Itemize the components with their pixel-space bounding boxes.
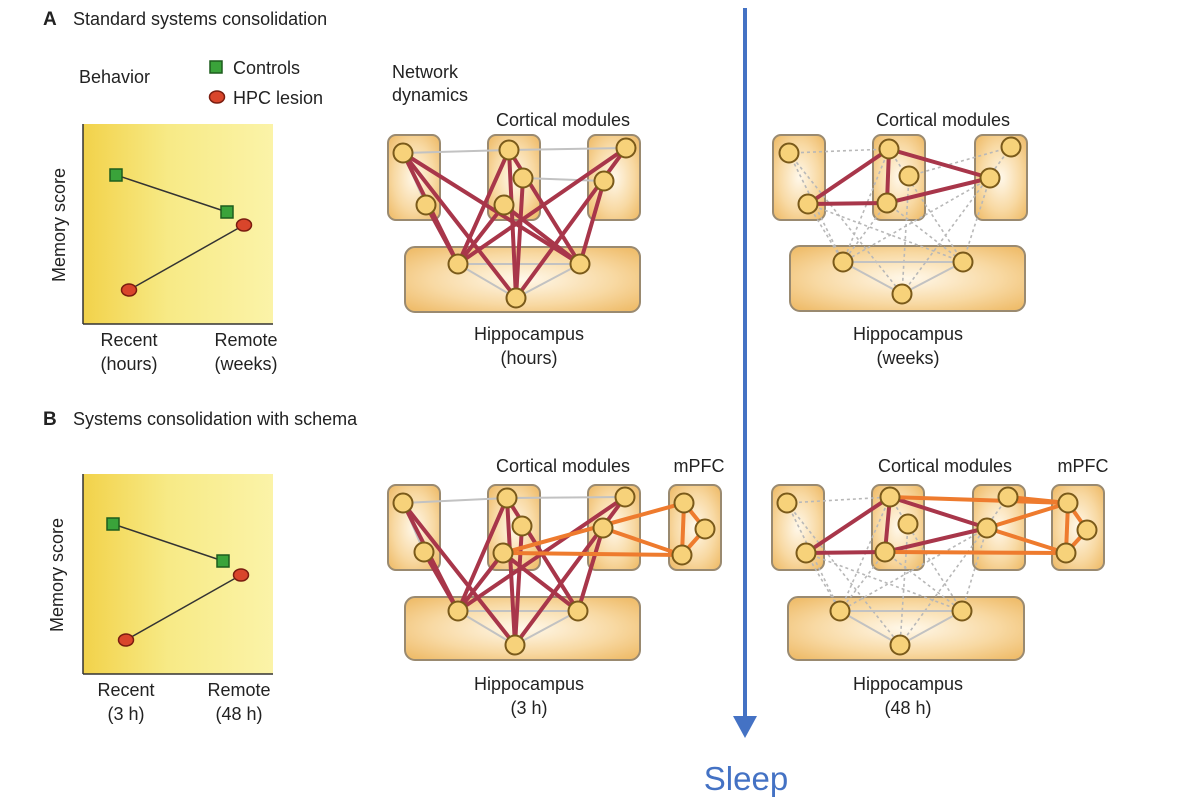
sleep-label: Sleep xyxy=(704,760,788,797)
net-a2-gray-links xyxy=(842,261,964,295)
panel-a-tag: A xyxy=(43,9,57,30)
network-label-line2: dynamics xyxy=(392,85,468,105)
plot-a-lesion-recent xyxy=(120,283,138,297)
net-a2-hpc-line1: Hippocampus xyxy=(853,324,963,344)
plot-b-controls-remote xyxy=(216,554,230,568)
plot-a-y-label: Memory score xyxy=(49,168,69,282)
legend-controls-label: Controls xyxy=(233,58,300,78)
plot-a-x2-line2: (weeks) xyxy=(214,354,277,374)
behavior-plot-b xyxy=(82,474,273,675)
net-a2-cortical-label: Cortical modules xyxy=(876,110,1010,130)
plot-b-lesion-recent xyxy=(117,633,135,647)
network-a-hours: Cortical modules xyxy=(387,110,641,368)
net-a2-hpc-line2: (weeks) xyxy=(876,348,939,368)
plot-a-controls-remote xyxy=(220,205,234,219)
net-b2-gray-links xyxy=(839,610,963,646)
plot-a-x1-line1: Recent xyxy=(100,330,157,350)
plot-a-lesion-remote xyxy=(235,218,253,232)
net-b1-hpc-line2: (3 h) xyxy=(510,698,547,718)
plot-a-controls-line xyxy=(115,174,228,213)
net-b2-nodes xyxy=(776,486,1098,656)
plot-b-x2-line2: (48 h) xyxy=(215,704,262,724)
network-b-48h: Cortical modules mPFC xyxy=(771,456,1109,718)
plot-a-x2-line1: Remote xyxy=(214,330,277,350)
net-b2-hpc-line1: Hippocampus xyxy=(853,674,963,694)
plot-b-x1-line2: (3 h) xyxy=(107,704,144,724)
net-b2-cortical-label: Cortical modules xyxy=(878,456,1012,476)
legend-lesion-label: HPC lesion xyxy=(233,88,323,108)
plot-b-lesion-remote xyxy=(232,568,250,582)
panel-b-tag: B xyxy=(43,409,57,430)
plot-b-x1-line1: Recent xyxy=(97,680,154,700)
network-label-line1: Network xyxy=(392,62,459,82)
panel-b-title: Systems consolidation with schema xyxy=(73,409,358,429)
net-b1-nodes xyxy=(392,486,716,656)
network-b-3h: Cortical modules mPFC xyxy=(387,456,725,718)
network-a-weeks: Cortical modules xyxy=(772,110,1028,368)
net-b1-hpc-line1: Hippocampus xyxy=(474,674,584,694)
behavior-label: Behavior xyxy=(79,67,150,87)
plot-b-x2-line1: Remote xyxy=(207,680,270,700)
panel-a-title: Standard systems consolidation xyxy=(73,9,327,29)
net-a1-cortical-label: Cortical modules xyxy=(496,110,630,130)
plot-b-controls-recent xyxy=(106,517,120,531)
legend-controls-marker xyxy=(209,60,223,74)
net-a2-nodes xyxy=(778,136,1022,305)
net-b2-hpc-line2: (48 h) xyxy=(884,698,931,718)
net-b1-mpfc-label: mPFC xyxy=(674,456,725,476)
net-b2-mpfc-label: mPFC xyxy=(1058,456,1109,476)
legend-lesion-marker xyxy=(208,90,226,104)
sleep-arrow xyxy=(733,8,757,738)
net-a2-dotted-links xyxy=(788,146,1012,295)
plot-a-controls-recent xyxy=(109,168,123,182)
plot-b-lesion-line xyxy=(125,574,242,641)
net-b1-cortical-label: Cortical modules xyxy=(496,456,630,476)
net-a1-red-links xyxy=(401,146,628,300)
net-a1-hpc-line1: Hippocampus xyxy=(474,324,584,344)
net-a1-nodes xyxy=(392,137,637,309)
plot-b-controls-line xyxy=(112,523,224,562)
net-b2-dotted-links xyxy=(786,496,1009,646)
plot-a-x1-line2: (hours) xyxy=(100,354,157,374)
plot-b-y-label: Memory score xyxy=(47,518,67,632)
sleep-arrow-head xyxy=(733,716,757,738)
plot-a-lesion-line xyxy=(128,224,245,291)
behavior-plot-a xyxy=(82,124,273,325)
net-a1-hpc-line2: (hours) xyxy=(500,348,557,368)
